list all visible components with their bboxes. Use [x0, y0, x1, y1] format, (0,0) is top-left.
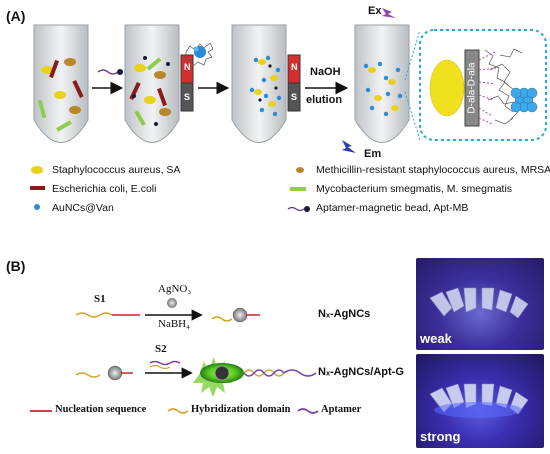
product1-label: Nₓ-AgNCs [318, 308, 371, 320]
agno3-label: AgNO₃ [158, 283, 192, 295]
tube-3 [231, 24, 287, 143]
naoh-label: NaOH [310, 66, 341, 78]
panel-b-scheme [30, 298, 319, 414]
photo-weak: weak [416, 258, 544, 350]
vancomycin-cluster [185, 42, 214, 67]
photo-strong: strong [416, 354, 544, 448]
tube-1 [33, 24, 89, 143]
legend-aunc: AuNCs@Van [52, 202, 114, 214]
elution-label: elution [306, 94, 343, 106]
panel-b-label: (B) [6, 258, 26, 274]
magnet-2-n: N [291, 62, 298, 72]
legend-hybridization: Hybridization domain [191, 404, 291, 415]
product2-label: Nₓ-AgNCs/Apt-G [318, 366, 404, 378]
legend-ecoli: Escherichia coli, E.coli [52, 183, 157, 195]
s2-label: S2 [155, 343, 167, 355]
excitation-bolt-icon [382, 8, 396, 18]
legend-ecoli-icon [30, 186, 45, 190]
emission-bolt-icon [342, 140, 356, 153]
magnet-1-s: S [184, 92, 191, 102]
magnet-1-n: N [184, 62, 191, 72]
tubes-strong [429, 383, 529, 418]
legend-aptamer: Aptamer [321, 404, 362, 415]
ex-label: Ex [368, 5, 382, 17]
tubes-weak [429, 287, 529, 319]
legend-aunc-icon [34, 204, 40, 210]
legend-aptamer-bead-icon [287, 206, 305, 212]
legend-aptamer-bead: Aptamer-magnetic bead, Apt-MB [316, 202, 469, 214]
legend-msmeg: Mycobacterium smegmatis, M. smegmatis [316, 183, 513, 195]
photo-strong-label: strong [420, 429, 461, 444]
legend-mrsa: Methicillin-resistant staphylococcus aur… [316, 164, 550, 176]
glowing-cluster-icon [193, 357, 244, 397]
panel-a-legend-icons-right [287, 187, 310, 212]
em-label: Em [364, 148, 382, 160]
legend-nucleation: Nucleation sequence [55, 404, 147, 415]
tube-2 [124, 24, 180, 143]
panel-a-scheme [33, 8, 547, 153]
tube-4 [354, 24, 410, 143]
legend-msmeg-icon [290, 187, 306, 191]
photo-weak-label: weak [420, 331, 452, 346]
nabh4-label: NaBH₄ [158, 318, 190, 330]
panel-a-label: (A) [6, 8, 26, 24]
legend-mrsa-icon [296, 167, 304, 173]
panel-a-legend-icons [30, 166, 304, 210]
aunc-cluster [510, 87, 538, 113]
legend-sa-icon [31, 166, 43, 174]
linker-label: D-ala-D-ala [466, 62, 478, 114]
s1-label: S1 [94, 293, 106, 305]
magnet-2-s: S [291, 92, 298, 102]
legend-sa: Staphylococcus aureus, SA [52, 164, 181, 176]
